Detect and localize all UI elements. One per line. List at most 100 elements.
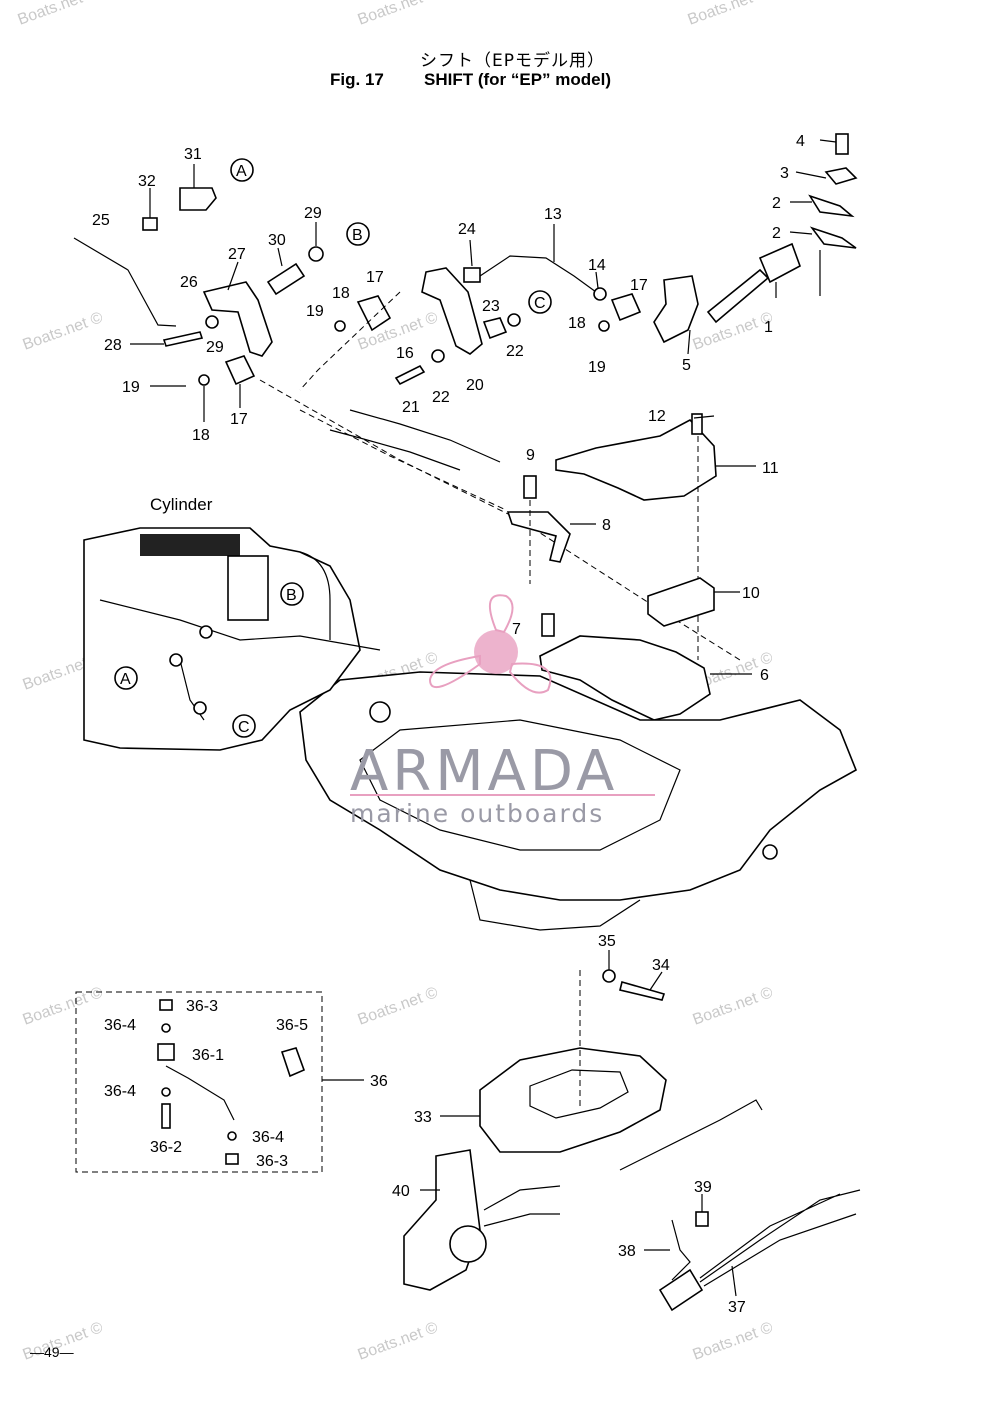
linkage-kit-36: [75, 991, 323, 1173]
callout-20: 20: [466, 377, 484, 394]
callout-26: 26: [180, 274, 198, 291]
watermark-text: Boats.net ©: [686, 0, 771, 29]
ref-circle-b: [280, 582, 304, 606]
callout-17: 17: [366, 269, 384, 286]
callout-2: 2: [772, 195, 781, 212]
ref-circle-c: [528, 290, 552, 314]
washer-18: [334, 320, 346, 332]
callout-22: 22: [506, 343, 524, 360]
collar-17: [356, 295, 392, 332]
callout-36-4: 36-4: [104, 1017, 136, 1034]
logo-propeller-blade: [508, 662, 552, 694]
callout-19: 19: [588, 359, 606, 376]
bolt-4: [835, 133, 849, 155]
kit-boundary: [75, 991, 323, 1173]
bottom-cowling: [299, 671, 858, 931]
bolt-9: [523, 475, 537, 499]
washer-18: [198, 374, 210, 386]
ref-circle-c: [232, 714, 256, 738]
nut-36-3: [225, 1153, 239, 1165]
watermark-text: Boats.net ©: [691, 984, 776, 1029]
cable-path: [299, 291, 401, 391]
watermark-text: Boats.net ©: [16, 0, 101, 29]
bolt-34: [619, 981, 666, 1001]
collar-17: [610, 293, 642, 322]
shift-linkage-assembly: [73, 133, 858, 386]
callout-29: 29: [304, 205, 322, 222]
grommet-36-5: [280, 1047, 306, 1078]
ref-letter-a: A: [236, 163, 247, 180]
bolt-36-2: [161, 1103, 171, 1129]
callout-32: 32: [138, 173, 156, 190]
callout-23: 23: [482, 298, 500, 315]
callout-10: 10: [742, 585, 760, 602]
watermark-text: Boats.net ©: [356, 0, 441, 29]
bolt-7: [541, 613, 555, 637]
lever-27: [202, 281, 273, 357]
nut-14: [593, 287, 607, 301]
callout-30: 30: [268, 232, 286, 249]
remote-control-wires: [483, 1185, 561, 1227]
callout-35: 35: [598, 933, 616, 950]
callout-21: 21: [402, 399, 420, 416]
logo-brand-name: ARMADA: [350, 739, 618, 804]
ref-letter-c: C: [534, 295, 546, 312]
plate-2: [809, 226, 857, 249]
callout-36-1: 36-1: [192, 1047, 224, 1064]
bolt-39: [695, 1211, 709, 1227]
inset-hose: [299, 551, 331, 640]
callout-11: 11: [762, 460, 779, 477]
callout-36-4: 36-4: [252, 1129, 284, 1146]
lever-20: [421, 267, 483, 355]
inset-pivot: [199, 625, 213, 639]
callout-7: 7: [512, 621, 521, 638]
bushing-30: [266, 262, 306, 296]
callout-34: 34: [652, 957, 670, 974]
ref-circle-a: [230, 158, 254, 182]
watermark-text: Boats.net ©: [691, 1319, 776, 1364]
cowling-opening: [359, 719, 681, 851]
callout-18: 18: [332, 285, 350, 302]
bracket-31: [179, 187, 217, 211]
remote-control-40: [403, 1149, 481, 1291]
washer-29: [205, 315, 219, 329]
shift-shaft-head: [758, 242, 801, 284]
page-number: —49—: [30, 1344, 74, 1360]
grommet-10: [647, 577, 715, 627]
callout-36-5: 36-5: [276, 1017, 308, 1034]
title-japanese: シフト（EPモデル用）: [420, 51, 605, 71]
harness-connector-37: [658, 1268, 704, 1312]
collar-36-1: [157, 1043, 175, 1061]
callout-36-2: 36-2: [150, 1139, 182, 1156]
watermark-text: Boats.net ©: [356, 1319, 441, 1364]
callout-28: 28: [104, 337, 122, 354]
callout-37: 37: [728, 1299, 746, 1316]
bolt-32: [142, 217, 158, 231]
callout-40: 40: [392, 1183, 410, 1200]
bracket-8: [506, 511, 571, 563]
ref-letter-b: B: [286, 587, 297, 604]
reference-markers: A B C B A C: [114, 158, 552, 738]
watermark-text: Boats.net ©: [21, 309, 106, 354]
bolt-12: [691, 413, 703, 435]
callout-31: 31: [184, 146, 202, 163]
washer-29: [308, 246, 324, 262]
plate-3: [824, 167, 858, 185]
callout-8: 8: [602, 517, 611, 534]
ref-circle-b: [346, 222, 370, 246]
callout-36-3: 36-3: [256, 1153, 288, 1170]
callout-labels: 31 32 25 27 30 29 26 28 29 19 18 17 19 1…: [92, 133, 805, 1316]
callout-1: 1: [764, 319, 773, 336]
callout-18: 18: [568, 315, 586, 332]
callout-22: 22: [432, 389, 450, 406]
leader-2: [789, 231, 813, 235]
throttle-cable: [329, 429, 461, 471]
inset-pivot: [193, 701, 207, 715]
ref-circle-a: [114, 666, 138, 690]
leader-12: [693, 415, 715, 419]
shift-cable: [349, 409, 501, 463]
callout-24: 24: [458, 221, 476, 238]
callout-16: 16: [396, 345, 414, 362]
